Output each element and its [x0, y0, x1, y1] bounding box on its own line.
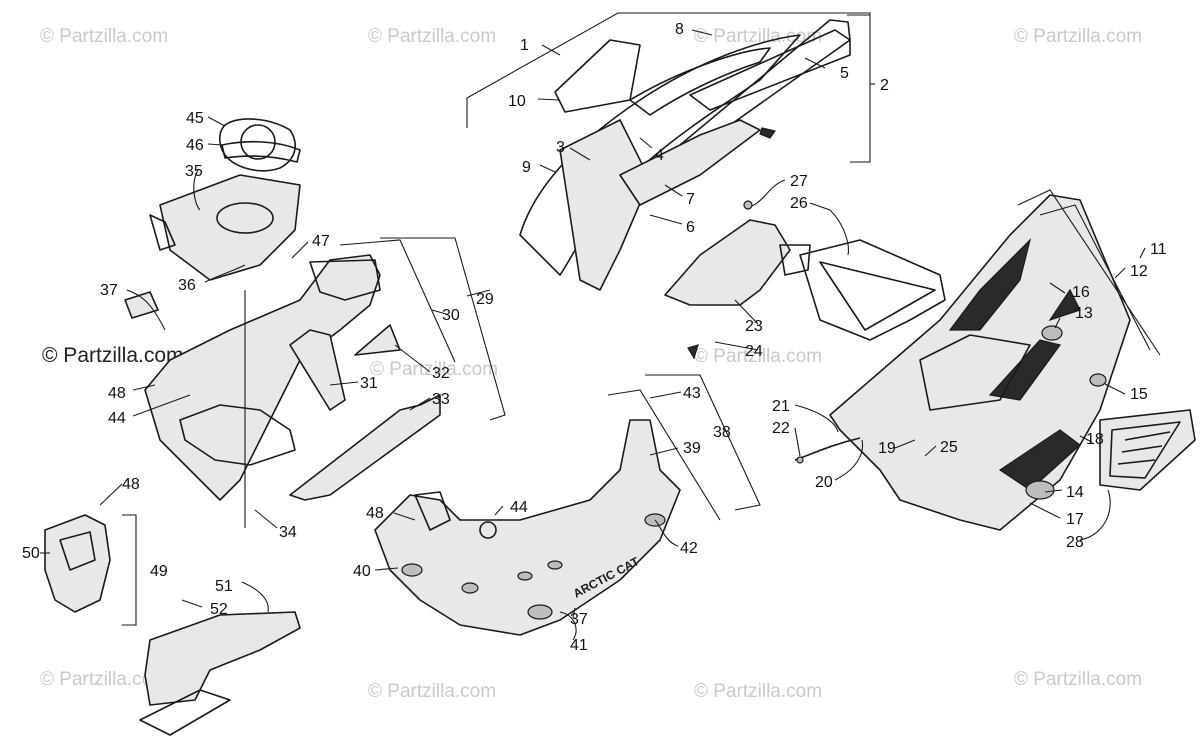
callout-48b: 48: [366, 505, 384, 522]
air-intake-assembly: [149, 118, 301, 281]
callout-38: 38: [713, 424, 731, 441]
watermark: © Partzilla.com: [368, 681, 496, 702]
callout-32: 32: [432, 365, 450, 382]
watermark: © Partzilla.com: [694, 346, 822, 367]
callout-34: 34: [279, 524, 297, 541]
callout-13: 13: [1075, 305, 1093, 322]
callout-43: 43: [683, 385, 701, 402]
callout-51: 51: [215, 578, 233, 595]
callout-labels: 1 2 3 4 5 6 7 8 9 10 11 12 13 14 15 16 1…: [22, 21, 1167, 654]
watermark: © Partzilla.com: [40, 669, 168, 690]
watermark: © Partzilla.com: [1014, 669, 1142, 690]
callout-46: 46: [186, 137, 204, 154]
callout-33: 33: [432, 391, 450, 408]
callout-7: 7: [686, 191, 695, 208]
callout-29: 29: [476, 291, 494, 308]
decal-44: [479, 521, 497, 539]
callout-14: 14: [1066, 484, 1084, 501]
callout-47: 47: [312, 233, 330, 250]
callout-12: 12: [1130, 263, 1148, 280]
callout-16: 16: [1072, 284, 1090, 301]
air-duct: [664, 200, 946, 360]
callout-45: 45: [186, 110, 204, 127]
callout-3: 3: [556, 139, 565, 156]
callout-52: 52: [210, 601, 228, 618]
watermark: © Partzilla.com: [40, 26, 168, 47]
callout-39: 39: [683, 440, 701, 457]
callout-2: 2: [880, 77, 889, 94]
callout-25: 25: [940, 439, 958, 456]
callout-50: 50: [22, 545, 40, 562]
callout-37: 37: [100, 282, 118, 299]
callout-48: 48: [108, 385, 126, 402]
callout-18: 18: [1086, 431, 1104, 448]
callout-44: 44: [510, 499, 528, 516]
watermark: © Partzilla.com: [368, 26, 496, 47]
callout-44b: 44: [108, 410, 126, 427]
callout-41: 41: [570, 637, 588, 654]
windshield-assembly: [519, 19, 851, 291]
decal-37: [124, 291, 159, 319]
callout-11: 11: [1150, 241, 1167, 258]
callout-9: 9: [522, 159, 531, 176]
callout-5: 5: [840, 65, 849, 82]
callout-42: 42: [680, 540, 698, 557]
callout-35: 35: [185, 163, 203, 180]
right-side-panel: [829, 194, 1196, 531]
callout-48c: 48: [122, 476, 140, 493]
callout-1: 1: [520, 37, 529, 54]
callout-40: 40: [353, 563, 371, 580]
watermark: © Partzilla.com: [1014, 26, 1142, 47]
watermark: © Partzilla.com: [370, 359, 498, 380]
grommet-22: [796, 456, 804, 464]
callout-24: 24: [745, 343, 763, 360]
belly-pan: ARCTIC CAT: [374, 419, 681, 636]
callout-26: 26: [790, 195, 808, 212]
callout-20: 20: [815, 474, 833, 491]
watermark-strong: © Partzilla.com: [42, 344, 184, 367]
callout-17: 17: [1066, 511, 1084, 528]
callout-23: 23: [745, 318, 763, 335]
callout-37b: 37: [570, 611, 588, 628]
watermark: © Partzilla.com: [694, 681, 822, 702]
callout-8: 8: [675, 21, 684, 38]
callout-49: 49: [150, 563, 168, 580]
lower-left-parts: [44, 514, 301, 736]
brackets: [122, 12, 1161, 626]
watermark: © Partzilla.com: [694, 26, 822, 47]
callout-6: 6: [686, 219, 695, 236]
callout-36: 36: [178, 277, 196, 294]
callout-21: 21: [772, 398, 790, 415]
leader-lines: [40, 29, 1146, 641]
callout-15: 15: [1130, 386, 1148, 403]
callout-30: 30: [442, 307, 460, 324]
callout-28: 28: [1066, 534, 1084, 551]
callout-4: 4: [655, 147, 664, 164]
callout-19: 19: [878, 440, 896, 457]
callout-31: 31: [360, 375, 378, 392]
callout-10: 10: [508, 93, 526, 110]
callout-22: 22: [772, 420, 790, 437]
callout-27: 27: [790, 173, 808, 190]
left-side-panel: [144, 254, 441, 528]
cable-20: [794, 437, 861, 461]
